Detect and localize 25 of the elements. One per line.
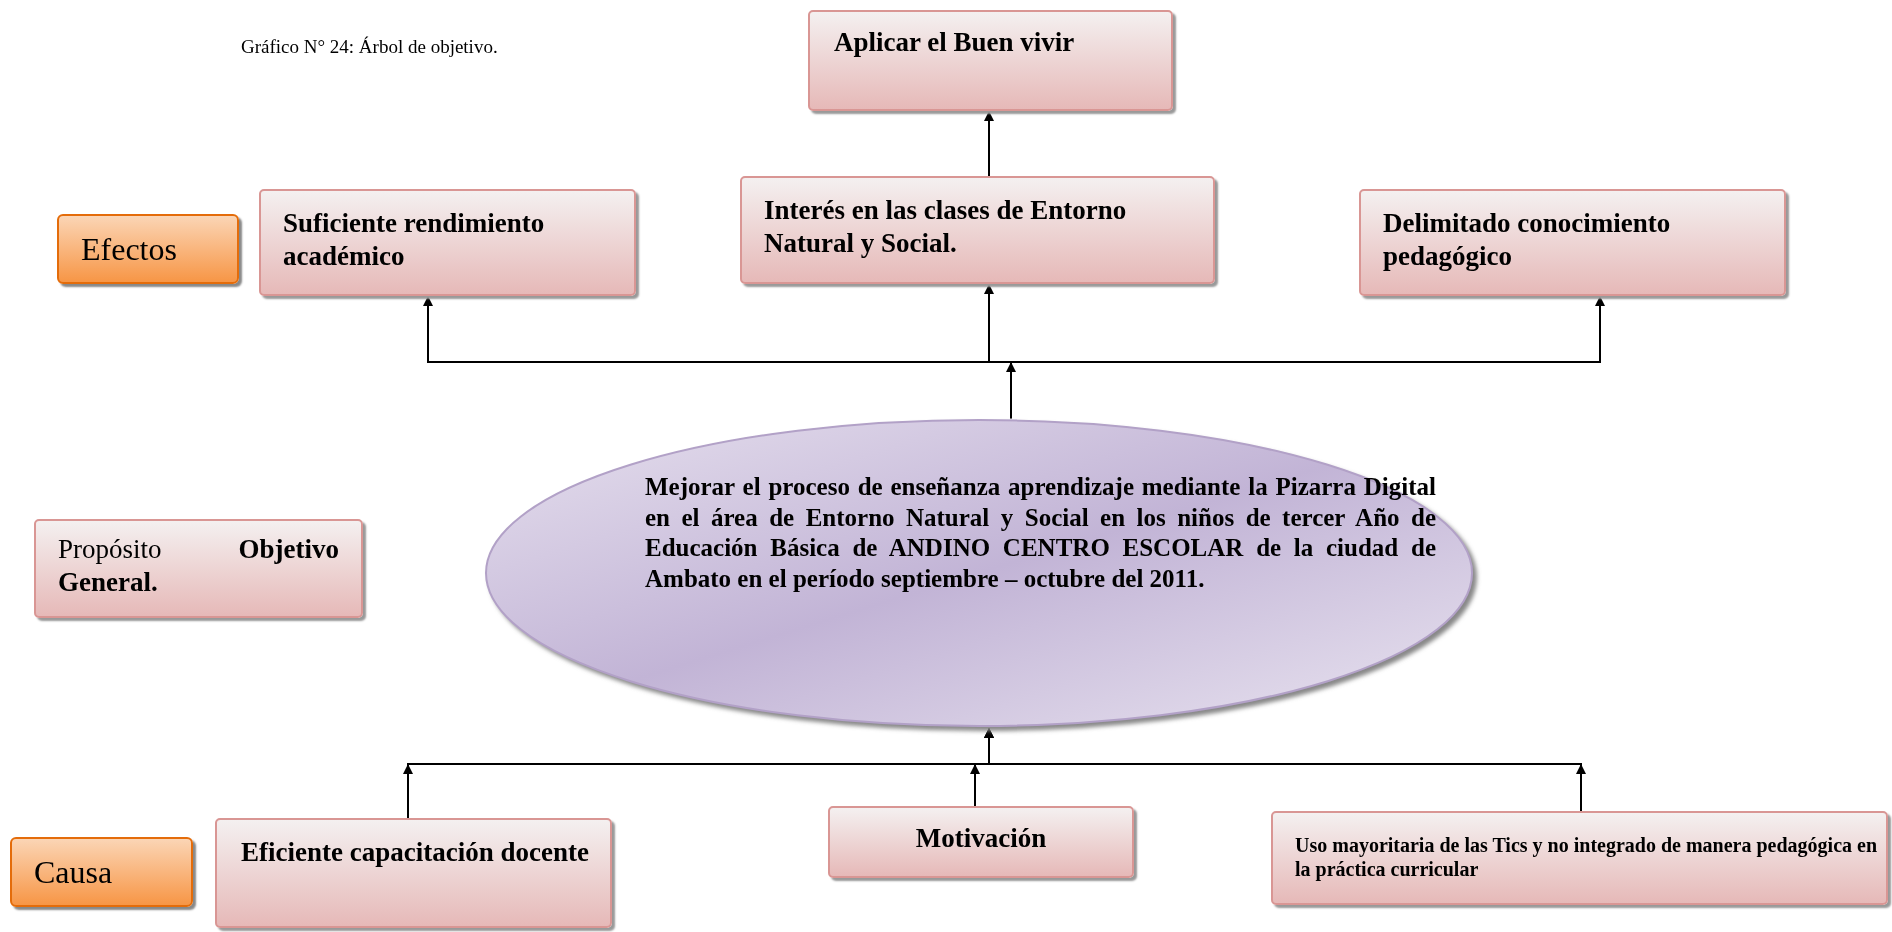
node-text: Efectos [81, 230, 178, 269]
section-label-box [10, 837, 193, 907]
process-box [259, 189, 636, 296]
node-text: Motivación [914, 822, 1048, 855]
node-text: Mejorar el proceso de enseñanza aprendizaje mediante la Pizarra Digital en el área de Entorno Natural y Social en los niños de tercer Año de Educación Básica de ANDINO CENTRO ESCOLAR de la ciudad de Ambato en el período septiembre – octubre del 2011. [645, 472, 1436, 594]
process-box [1271, 811, 1888, 905]
node-text: Interés en las clases de Entorno Natural y Social. [764, 194, 1128, 260]
objective-ellipse [484, 418, 1474, 728]
process-box [34, 519, 363, 618]
process-box [828, 806, 1134, 878]
arrow [984, 110, 994, 177]
node-text: Propósito Objetivo General. [58, 533, 339, 599]
node-text: Aplicar el Buen vivir [834, 26, 1076, 59]
process-box [1359, 189, 1786, 296]
figure-title: Gráfico N° 24: Árbol de objetivo. [241, 36, 498, 58]
process-box [215, 818, 612, 928]
node-text: Delimitado conocimiento pedagógico [1383, 207, 1672, 273]
node-text: Eficiente capacitación docente [241, 836, 590, 869]
section-label-box [57, 214, 239, 284]
node-text: Suficiente rendimiento académico [283, 207, 546, 273]
arrow [1010, 295, 1605, 420]
process-box [740, 176, 1215, 284]
process-box [808, 10, 1173, 111]
node-text: Uso mayoritaria de las Tics y no integrado de manera pedagógica en la práctica curricular [1295, 833, 1878, 882]
node-text: Causa [34, 853, 114, 892]
